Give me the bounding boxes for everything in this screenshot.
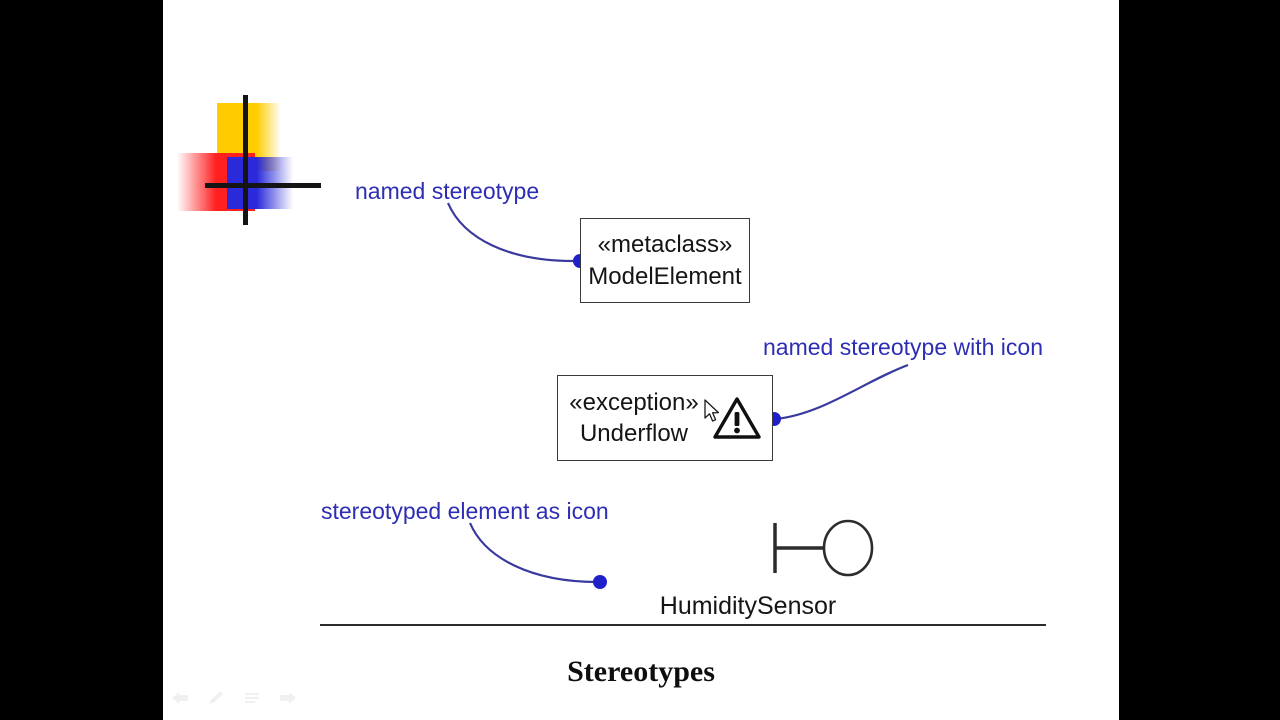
uml-slide-logo: [173, 95, 333, 225]
annotation-stereotyped-element-as-icon: stereotyped element as icon: [321, 498, 609, 524]
slide-canvas: named stereotype named stereotype with i…: [163, 0, 1119, 720]
warning-triangle-icon: [713, 397, 761, 439]
leader-curve-named-stereotype-with-icon: [775, 363, 909, 421]
leader-curve-named-stereotype: [446, 202, 579, 263]
logo-vertical-bar: [243, 95, 248, 225]
metaclass-stereotype-label: «metaclass»: [597, 231, 733, 259]
letterbox-right: [1119, 0, 1280, 720]
annotation-named-stereotype: named stereotype: [355, 178, 540, 204]
metaclass-box-text: «metaclass» ModelElement: [588, 229, 741, 291]
leader-curve-stereotyped-element-as-icon: [468, 522, 599, 584]
annotation-named-stereotype-with-icon: named stereotype with icon: [763, 334, 1043, 360]
slide-title: Stereotypes: [567, 655, 715, 688]
exception-name-label: Underflow: [579, 420, 689, 447]
exception-stereotype-label: «exception»: [569, 388, 699, 416]
menu-icon[interactable]: [243, 690, 261, 706]
arrow-cursor-icon: [704, 399, 720, 422]
forward-arrow-icon[interactable]: [279, 690, 297, 706]
sensor-lollipop-icon: [773, 519, 874, 577]
humidity-sensor-caption: HumiditySensor: [659, 592, 837, 620]
exception-class-box[interactable]: «exception» Underflow: [557, 375, 773, 461]
exception-box-row: «exception» Underflow: [569, 387, 761, 449]
leader-dot-stereotyped-element-as-icon: [593, 575, 607, 589]
pen-icon[interactable]: [207, 690, 225, 706]
logo-horizontal-bar: [205, 183, 321, 188]
exception-box-text: «exception» Underflow: [569, 387, 698, 449]
presentation-toolbar[interactable]: [171, 690, 297, 706]
slide-divider-line: [320, 624, 1046, 626]
metaclass-name-label: ModelElement: [588, 262, 742, 290]
metaclass-class-box[interactable]: «metaclass» ModelElement: [580, 218, 750, 303]
letterbox-left: [0, 0, 162, 720]
back-arrow-icon[interactable]: [171, 690, 189, 706]
